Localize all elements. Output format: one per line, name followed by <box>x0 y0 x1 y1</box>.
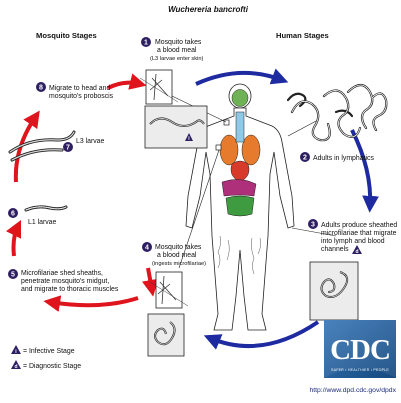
step8-number: 8 <box>39 85 43 92</box>
step5-line2: penetrate mosquito's midgut, <box>21 278 109 285</box>
step3-line2: microfilariae that migrate <box>321 230 397 237</box>
mosquito-stages-header: Mosquito Stages <box>36 31 97 40</box>
legend: i = Infective Stage d = Diagnostic Stage <box>11 345 81 370</box>
step5-line1: Microfilariae shed sheaths, <box>21 270 103 277</box>
legend-diagnostic-icon: d <box>11 360 21 370</box>
human-stages-header: Human Stages <box>276 31 329 40</box>
step6-label: 6 L1 larvae <box>8 208 57 226</box>
step4-label: 4 Mosquito takes a blood meal (ingests m… <box>142 242 206 267</box>
step1-sub: (L3 larvae enter skin) <box>150 56 204 62</box>
legend-infective-icon: i <box>11 345 21 355</box>
step4-number: 4 <box>145 245 149 252</box>
step3-label: 3 Adults produce sheathed microfilariae … <box>308 219 397 253</box>
mosquito-arrow-upper-left <box>16 116 36 182</box>
step4-line1: Mosquito takes <box>155 244 202 251</box>
step5-line3: and migrate to thoracic muscles <box>21 286 119 293</box>
mosquito-arrow-bottom <box>50 298 138 305</box>
step4-sub: (ingests microfilariae) <box>152 261 206 267</box>
step7-number: 7 <box>66 145 70 152</box>
step2-line1: Adults in lymphatics <box>313 155 374 162</box>
step6-line1: L1 larvae <box>28 219 57 226</box>
mosquito-arrow-left <box>14 226 19 256</box>
step7-line1: L3 larvae <box>76 138 105 145</box>
svg-text:d: d <box>14 364 17 370</box>
mosquito-arrow-top <box>108 83 140 88</box>
step8-line2: mosquito's proboscis <box>49 93 114 100</box>
step5-label: 5 Microfilariae shed sheaths, penetrate … <box>8 269 119 293</box>
step5-number: 5 <box>11 272 15 279</box>
cdc-logo-text: CDC <box>330 334 390 366</box>
step1-label: 1 Mosquito takes a blood meal (L3 larvae… <box>141 37 204 62</box>
svg-text:d: d <box>355 249 358 255</box>
step1-line1: Mosquito takes <box>155 39 202 46</box>
site-marker-2 <box>216 145 221 150</box>
step1-number: 1 <box>144 40 148 47</box>
cdc-logo: CDC SAFER • HEALTHIER • PEOPLE <box>324 320 396 378</box>
step3-line3: into lymph and blood <box>321 238 385 245</box>
step8-line1: Migrate to head and <box>49 85 110 92</box>
step3-illustration <box>310 262 358 320</box>
step4-illustration <box>148 272 188 356</box>
human-arrow-top <box>196 73 282 84</box>
step6-illustration <box>26 207 66 210</box>
legend-diagnostic-label: = Diagnostic Stage <box>23 363 81 370</box>
site-marker-1 <box>224 120 229 125</box>
cdc-logo-tagline: SAFER • HEALTHIER • PEOPLE <box>331 368 389 372</box>
legend-infective-label: = Infective Stage <box>23 348 75 355</box>
step4-line2: a blood meal <box>157 252 197 259</box>
diagram-title: Wuchereria bancrofti <box>168 5 249 14</box>
step2-worm-highlight <box>292 85 386 140</box>
step3-diagnostic-badge: d <box>352 245 362 255</box>
step8-label: 8 Migrate to head and mosquito's probosc… <box>36 82 114 100</box>
step2-illustration <box>288 85 386 140</box>
step3-number: 3 <box>311 222 315 229</box>
source-url: http://www.dpd.cdc.gov/dpdx <box>309 387 396 394</box>
step1-line2: a blood meal <box>157 47 197 54</box>
step3-line4: channels <box>321 246 349 253</box>
step3-line1: Adults produce sheathed <box>321 222 397 229</box>
step6-number: 6 <box>11 211 15 218</box>
mosquito-arrow-down <box>148 268 152 290</box>
step7-label: 7 L3 larvae <box>63 138 105 152</box>
human-arrow-right <box>352 130 370 206</box>
step2-number: 2 <box>303 155 307 162</box>
